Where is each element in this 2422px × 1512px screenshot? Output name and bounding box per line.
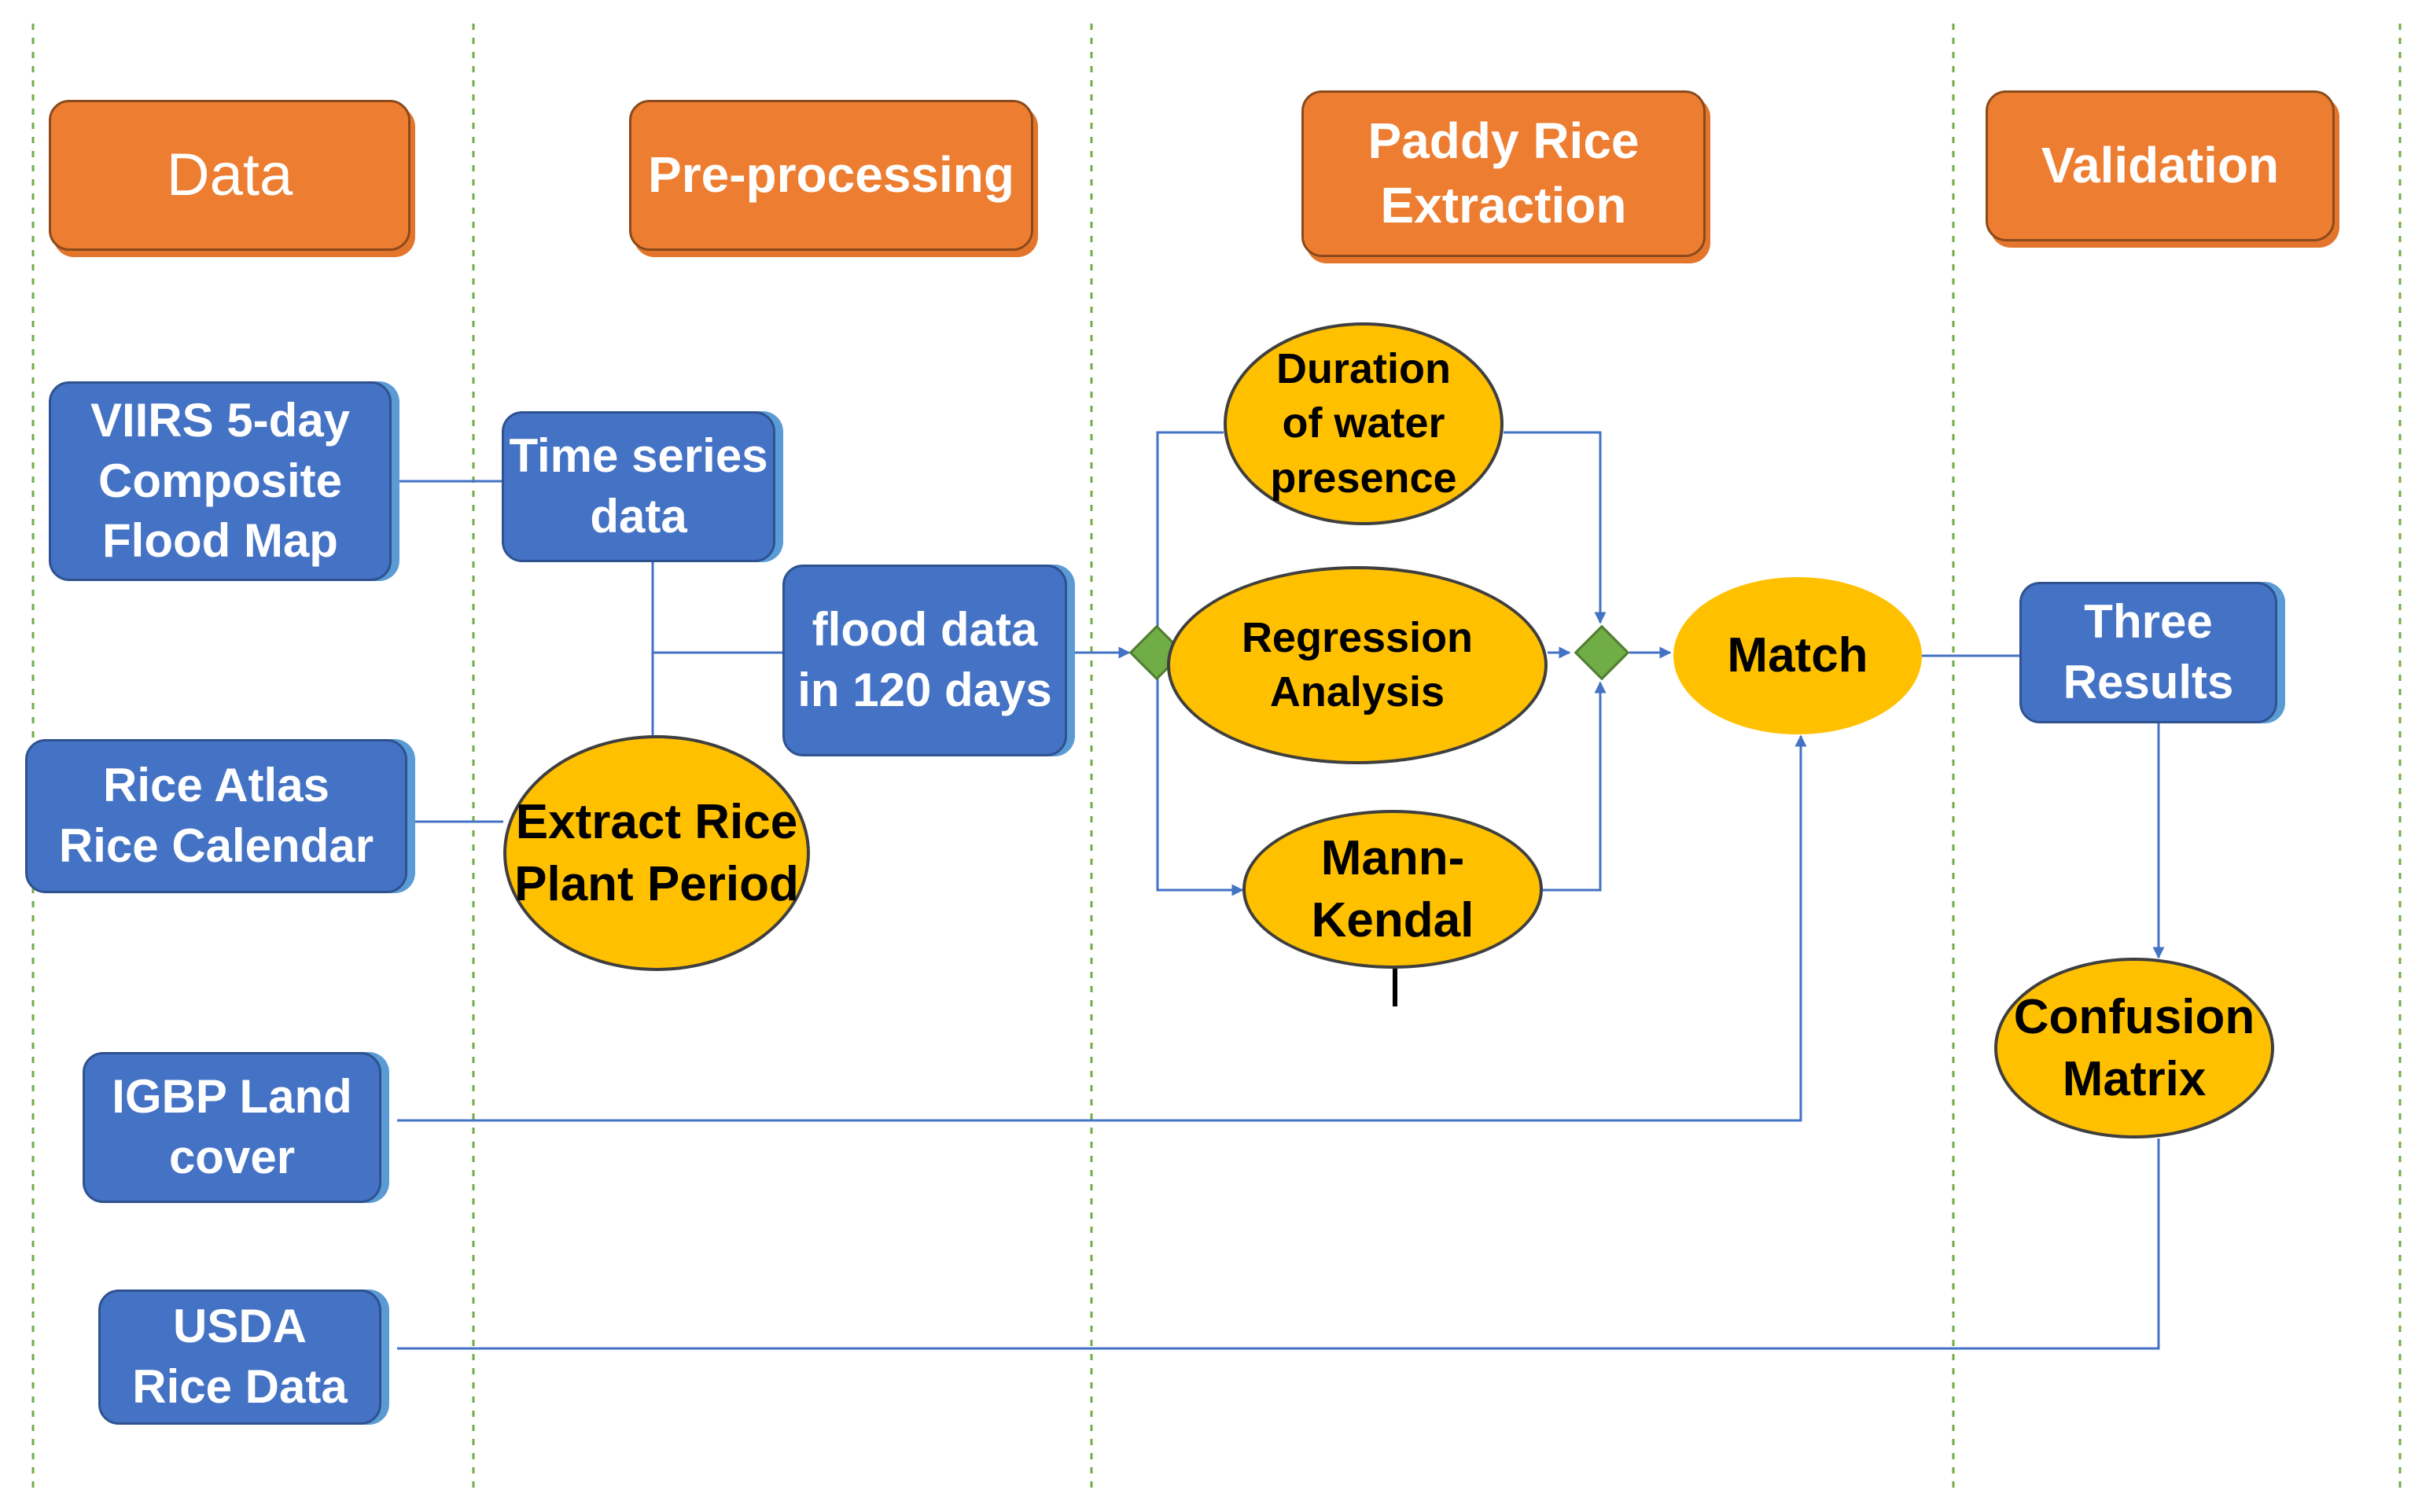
lane-header-validation: Validation [1986, 90, 2335, 241]
viirs-flood-map-box: VIIRS 5-day Composite Flood Map [49, 381, 392, 581]
flood-data-120-days-box: flood data in 120 days [782, 565, 1067, 756]
igbp-land-cover-box: IGBP Land cover [83, 1052, 381, 1203]
lane-header-data: Data [49, 100, 410, 251]
mann-kendal-oval: Mann- Kendal [1242, 810, 1543, 969]
usda-rice-data-box: USDA Rice Data [98, 1289, 381, 1425]
connector-usda-confusion [397, 1139, 2160, 1350]
regression-analysis-oval: Regression Analysis [1167, 566, 1548, 764]
connector-duration-diamond [1504, 431, 1607, 624]
connector-mannkendal-diamond [1543, 681, 1607, 892]
lane-header-preprocessing: Pre-processing [629, 100, 1033, 251]
connector-diamond-mannkendal [1156, 672, 1244, 896]
three-results-box: Three Results [2019, 582, 2277, 723]
connector-igbp-match [397, 734, 1807, 1122]
duration-water-presence-oval: Duration of water presence [1224, 322, 1504, 525]
rice-atlas-box: Rice Atlas Rice Calendar [25, 739, 407, 893]
extract-rice-plant-period-oval: Extract Rice Plant Period [503, 735, 810, 971]
lane-header-paddy-rice-extraction: Paddy Rice Extraction [1301, 90, 1706, 257]
match-oval: Match [1673, 577, 1922, 734]
confusion-matrix-oval: Confusion Matrix [1994, 958, 2274, 1139]
time-series-data-box: Time series data [502, 411, 775, 562]
connector-diamond-duration [1156, 431, 1224, 633]
